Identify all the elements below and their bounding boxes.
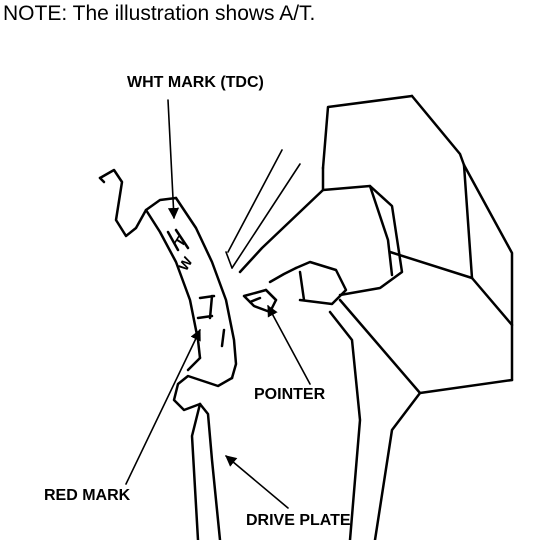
pointer-arrow-icon bbox=[267, 305, 311, 385]
note-text: NOTE: The illustration shows A/T. bbox=[3, 2, 316, 25]
pointer-label: POINTER bbox=[254, 386, 326, 403]
transmission-housing bbox=[321, 94, 514, 540]
wht-mark-arrow-icon bbox=[167, 99, 180, 220]
red-mark-label: RED MARK bbox=[44, 487, 131, 504]
wht-mark-label: WHT MARK (TDC) bbox=[127, 74, 264, 91]
pointer-bracket bbox=[238, 166, 404, 306]
red-mark-arrow-icon bbox=[125, 328, 201, 485]
drive-plate-arrow-icon bbox=[225, 455, 289, 509]
drive-plate-arc bbox=[98, 168, 238, 540]
guide-lines bbox=[225, 149, 301, 269]
drive-plate-label: DRIVE PLATE bbox=[246, 512, 351, 529]
pointer-tip bbox=[242, 288, 278, 314]
